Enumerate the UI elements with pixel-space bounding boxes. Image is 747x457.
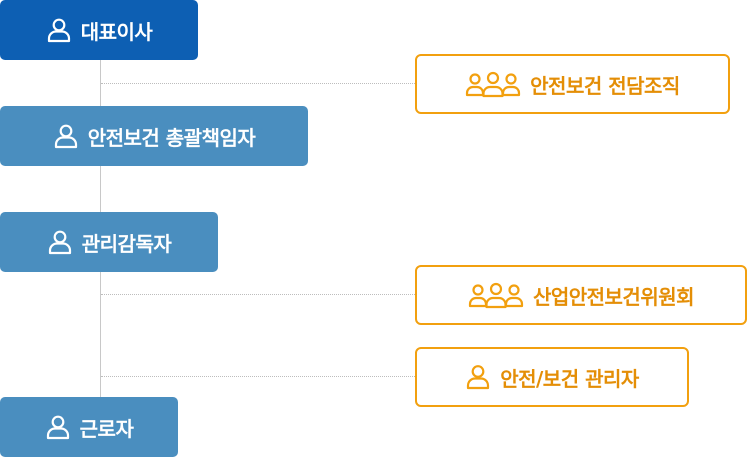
- safety-team-label: 안전보건 전담조직: [530, 73, 680, 98]
- people-group-icon: [468, 281, 524, 309]
- safety-team-box: 안전보건 전담조직: [415, 54, 730, 114]
- ceo-label: 대표이사: [80, 19, 153, 44]
- worker-box: 근로자: [0, 397, 178, 457]
- ceo-box: 대표이사: [0, 0, 198, 60]
- committee-box: 산업안전보건위원회: [415, 265, 747, 325]
- person-icon: [53, 123, 79, 149]
- supervisor-label: 관리감독자: [81, 231, 172, 256]
- safety-health-chief-label: 안전보건 총괄책임자: [87, 125, 256, 150]
- person-icon: [47, 229, 73, 255]
- safety-manager-box: 안전/보건 관리자: [415, 347, 689, 407]
- people-group-icon: [465, 70, 521, 98]
- safety-health-chief-box: 안전보건 총괄책임자: [0, 106, 308, 166]
- connector-to-safety-manager: [101, 376, 415, 377]
- worker-label: 근로자: [79, 416, 134, 441]
- safety-manager-label: 안전/보건 관리자: [500, 366, 639, 391]
- connector-to-committee: [101, 294, 415, 295]
- person-icon: [465, 363, 491, 391]
- committee-label: 산업안전보건위원회: [532, 284, 695, 309]
- connector-to-safety-team: [101, 83, 415, 84]
- person-icon: [45, 414, 71, 440]
- supervisor-box: 관리감독자: [0, 212, 218, 272]
- person-icon: [46, 17, 72, 43]
